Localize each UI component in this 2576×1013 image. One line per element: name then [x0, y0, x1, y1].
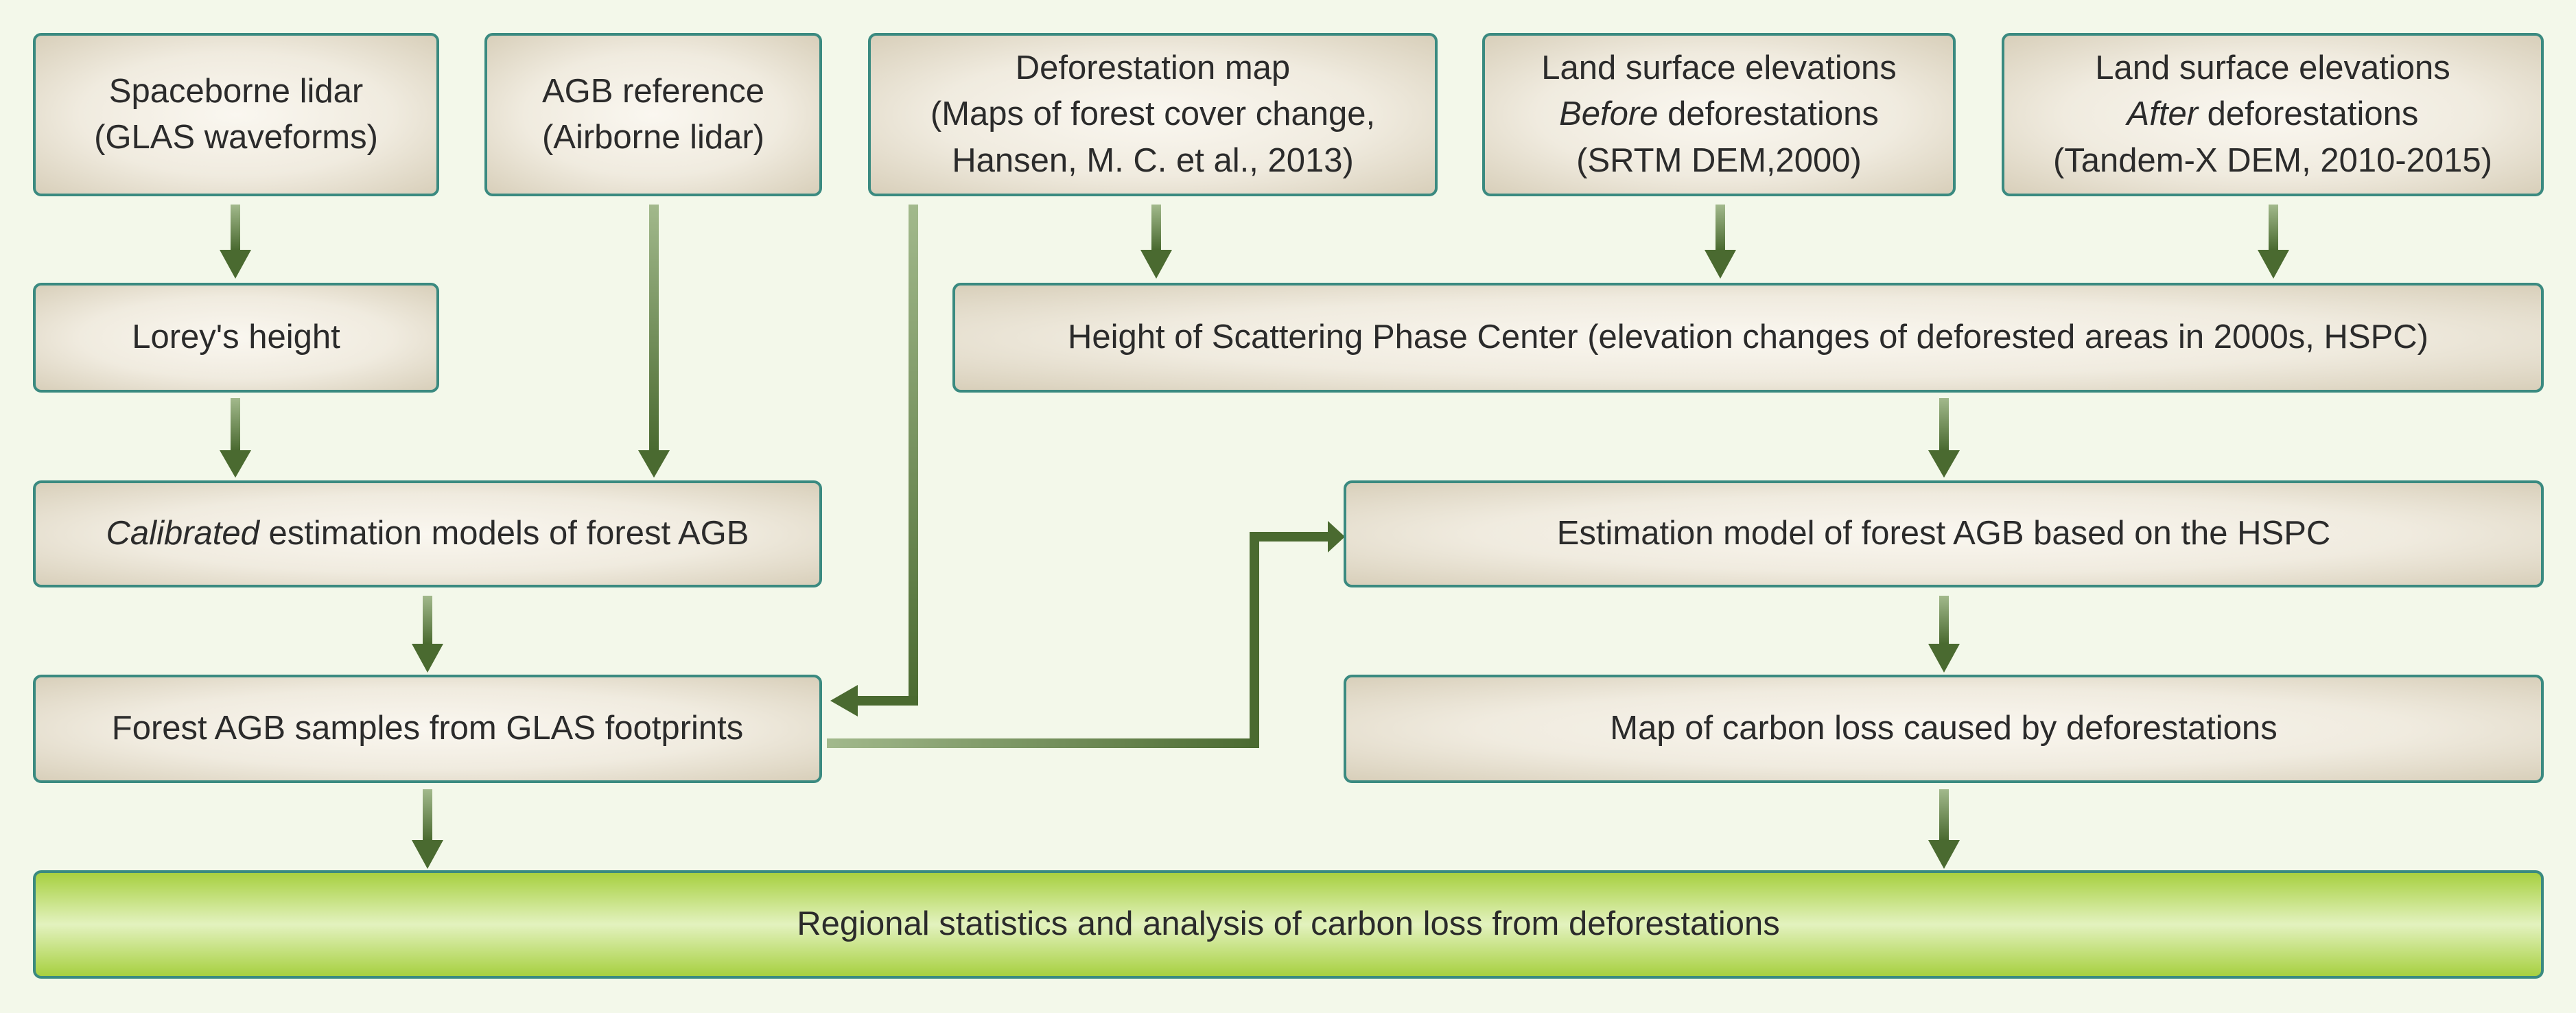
agb-reference-line1: AGB reference [541, 72, 765, 110]
elevations-before-line3: (SRTM DEM,2000) [1576, 141, 1862, 179]
box-hspc: Height of Scattering Phase Center (eleva… [952, 283, 2544, 393]
arrow-map-to-stats [1928, 789, 1960, 869]
arrow-agbref-to-models [638, 205, 670, 478]
box-loreys-height: Lorey's height [33, 283, 439, 393]
box-spaceborne-lidar: Spaceborne lidar (GLAS waveforms) [33, 33, 439, 196]
box-hspc-model: Estimation model of forest AGB based on … [1344, 480, 2544, 587]
box-agb-samples: Forest AGB samples from GLAS footprints [33, 675, 822, 783]
box-calibrated-models: Calibrated estimation models of forest A… [33, 480, 822, 587]
elevations-before-emphasis: Before [1559, 95, 1659, 133]
arrow-deformap-to-hspc [1140, 205, 1172, 279]
agb-samples-label: Forest AGB samples from GLAS footprints [111, 710, 744, 747]
arrow-models-to-samples [412, 596, 443, 673]
spaceborne-lidar-line1: Spaceborne lidar [108, 72, 364, 110]
elevations-after-line2-rest: deforestations [2198, 95, 2419, 133]
agb-reference-line2: (Airborne lidar) [541, 119, 765, 156]
elevations-before-line1: Land surface elevations [1541, 49, 1897, 87]
deforestation-map-line2: (Maps of forest cover change, [930, 95, 1376, 133]
arrow-after-to-hspc [2258, 205, 2289, 279]
calibrated-emphasis: Calibrated [106, 515, 259, 552]
elevations-before-line2: Before deforestations [1541, 91, 1897, 137]
calibrated-models-label-rest: estimation models of forest AGB [259, 515, 749, 552]
regional-statistics-label: Regional statistics and analysis of carb… [797, 905, 1780, 943]
arrow-samples-to-stats [412, 789, 443, 869]
elevations-after-line1: Land surface elevations [2095, 49, 2450, 87]
loreys-height-label: Lorey's height [132, 318, 340, 356]
calibrated-models-label: Calibrated estimation models of forest A… [106, 511, 749, 557]
box-elevations-before: Land surface elevations Before deforesta… [1482, 33, 1956, 196]
arrow-samples-to-hspcmodel [827, 521, 1345, 748]
deforestation-map-line3: Hansen, M. C. et al., 2013) [952, 141, 1354, 179]
deforestation-map-line1: Deforestation map [1015, 49, 1291, 87]
box-deforestation-map: Deforestation map (Maps of forest cover … [868, 33, 1438, 196]
arrow-hspcmodel-to-map [1928, 596, 1960, 673]
arrow-lorey-to-models [220, 398, 251, 478]
arrow-spaceborne-to-lorey [220, 205, 251, 279]
arrow-before-to-hspc [1705, 205, 1736, 279]
elevations-after-emphasis: After [2127, 95, 2199, 133]
box-carbon-loss-map: Map of carbon loss caused by deforestati… [1344, 675, 2544, 783]
box-regional-statistics: Regional statistics and analysis of carb… [33, 870, 2544, 979]
spaceborne-lidar-line2: (GLAS waveforms) [94, 119, 378, 156]
elevations-before-line2-rest: deforestations [1658, 95, 1879, 133]
elevations-after-line3: (Tandem-X DEM, 2010-2015) [2052, 141, 2492, 179]
carbon-loss-map-label: Map of carbon loss caused by deforestati… [1610, 710, 2278, 747]
elevations-after-line2: After deforestations [2053, 91, 2492, 137]
arrow-deformap-to-samples [830, 205, 918, 717]
box-agb-reference: AGB reference (Airborne lidar) [484, 33, 822, 196]
hspc-model-label: Estimation model of forest AGB based on … [1556, 515, 2331, 552]
box-elevations-after: Land surface elevations After deforestat… [2002, 33, 2544, 196]
hspc-label: Height of Scattering Phase Center (eleva… [1068, 318, 2428, 356]
arrow-hspc-to-hspcmodel [1928, 398, 1960, 478]
